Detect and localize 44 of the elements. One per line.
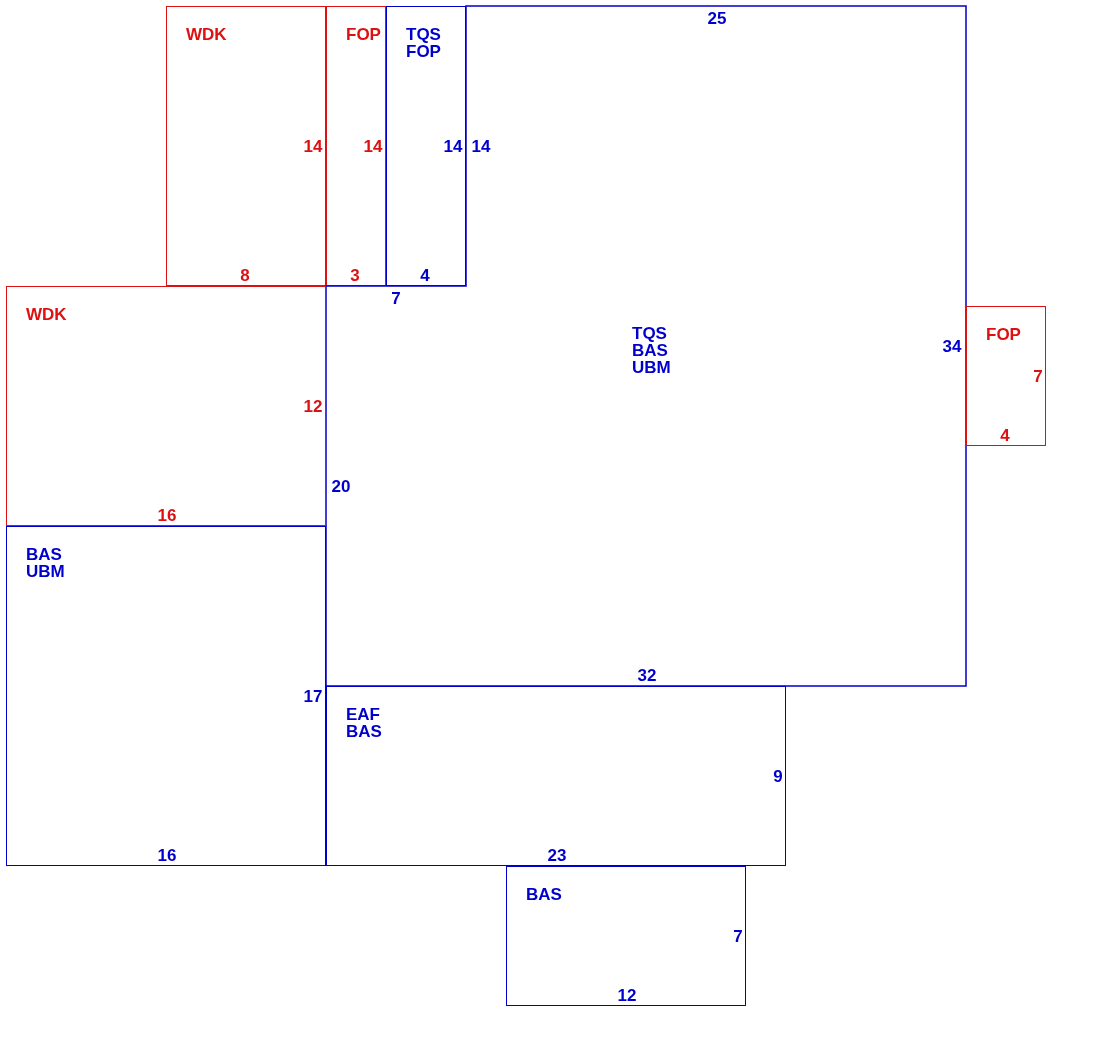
room-code: BAS	[632, 342, 669, 359]
room-code: FOP	[346, 26, 381, 43]
room-code: BAS	[526, 886, 562, 903]
dimension-text: 14	[303, 137, 323, 155]
room-outline	[6, 286, 326, 526]
dimension-text: 7	[391, 289, 401, 307]
room-code: FOP	[406, 43, 441, 60]
dimension-text: 8	[240, 266, 250, 284]
dimension-text: 16	[157, 506, 177, 524]
dimension-text: 4	[1000, 426, 1010, 444]
room-code: UBM	[632, 359, 671, 376]
dimension-text: 17	[303, 687, 323, 705]
room-outline	[386, 6, 466, 286]
dimension-text: 14	[363, 137, 383, 155]
dimension-text: 3	[350, 266, 360, 284]
room-outline	[506, 866, 746, 1006]
dimension-text: 4	[420, 266, 430, 284]
dimension-text: 23	[547, 846, 567, 864]
room-outline	[966, 306, 1046, 446]
dimension-text: 12	[617, 986, 637, 1004]
room-code: EAF	[346, 706, 381, 723]
dimension-text: 7	[1033, 367, 1043, 385]
dimension-text: 34	[942, 337, 962, 355]
room-code: FOP	[986, 326, 1021, 343]
dimension-text: 20	[331, 477, 351, 495]
dimension-text: 7	[733, 927, 743, 945]
dimension-text: 16	[157, 846, 177, 864]
room-code: BAS	[26, 546, 63, 563]
dimension-text: 32	[637, 666, 657, 684]
room-outline	[326, 686, 786, 866]
room-outline	[326, 6, 386, 286]
room-code: UBM	[26, 563, 65, 580]
dimension-text: 25	[707, 9, 727, 27]
room-outline	[6, 526, 326, 866]
room-code: WDK	[26, 306, 67, 323]
dimension-text: 14	[443, 137, 463, 155]
room-outline	[166, 6, 326, 286]
dimension-text: 14	[471, 137, 491, 155]
room-code: TQS	[406, 26, 441, 43]
room-code: WDK	[186, 26, 227, 43]
room-code: TQS	[632, 325, 668, 342]
room-code: BAS	[346, 723, 382, 740]
dimension-text: 9	[773, 767, 783, 785]
dimension-text: 12	[303, 397, 323, 415]
